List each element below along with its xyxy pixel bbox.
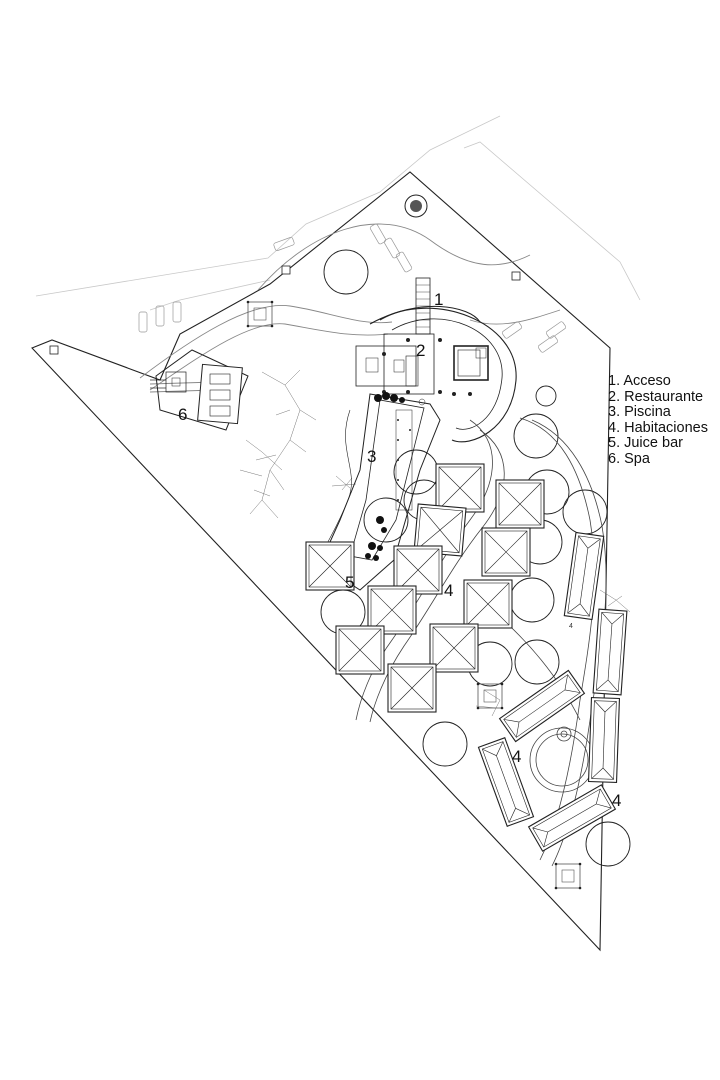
roundabout-core	[410, 200, 422, 212]
access-building	[369, 277, 481, 335]
label-piscina: 3	[367, 447, 376, 466]
label-habitaciones-c: 4	[612, 791, 621, 810]
legend-item-restaurante: 2. Restaurante	[608, 388, 704, 405]
label-juice-bar: 5	[345, 573, 354, 592]
label-restaurante: 2	[416, 341, 425, 360]
legend: 1. Acceso 2. Restaurante 3. Piscina 4. H…	[608, 373, 708, 467]
legend-item-habitaciones: 4. Habitaciones	[608, 419, 708, 436]
legend-item-piscina: 3. Piscina	[608, 404, 671, 420]
legend-item-juice-bar: 5. Juice bar	[608, 435, 683, 451]
label-habitaciones-b: 4	[512, 747, 521, 766]
spa-building	[150, 349, 249, 431]
restaurant-building	[355, 307, 517, 443]
site-markers	[49, 265, 521, 355]
label-habitaciones-a: 4	[444, 581, 453, 600]
label-small-4: 4	[569, 623, 573, 630]
parking-cars	[138, 222, 567, 354]
context-lines	[35, 115, 641, 311]
legend-item-spa: 6. Spa	[608, 450, 650, 467]
label-acceso: 1	[434, 290, 443, 309]
villas-rooms	[305, 463, 628, 852]
label-spa: 6	[178, 405, 187, 424]
legend-item-acceso: 1. Acceso	[608, 373, 671, 389]
pool-area	[317, 392, 441, 591]
access-road	[139, 223, 561, 393]
